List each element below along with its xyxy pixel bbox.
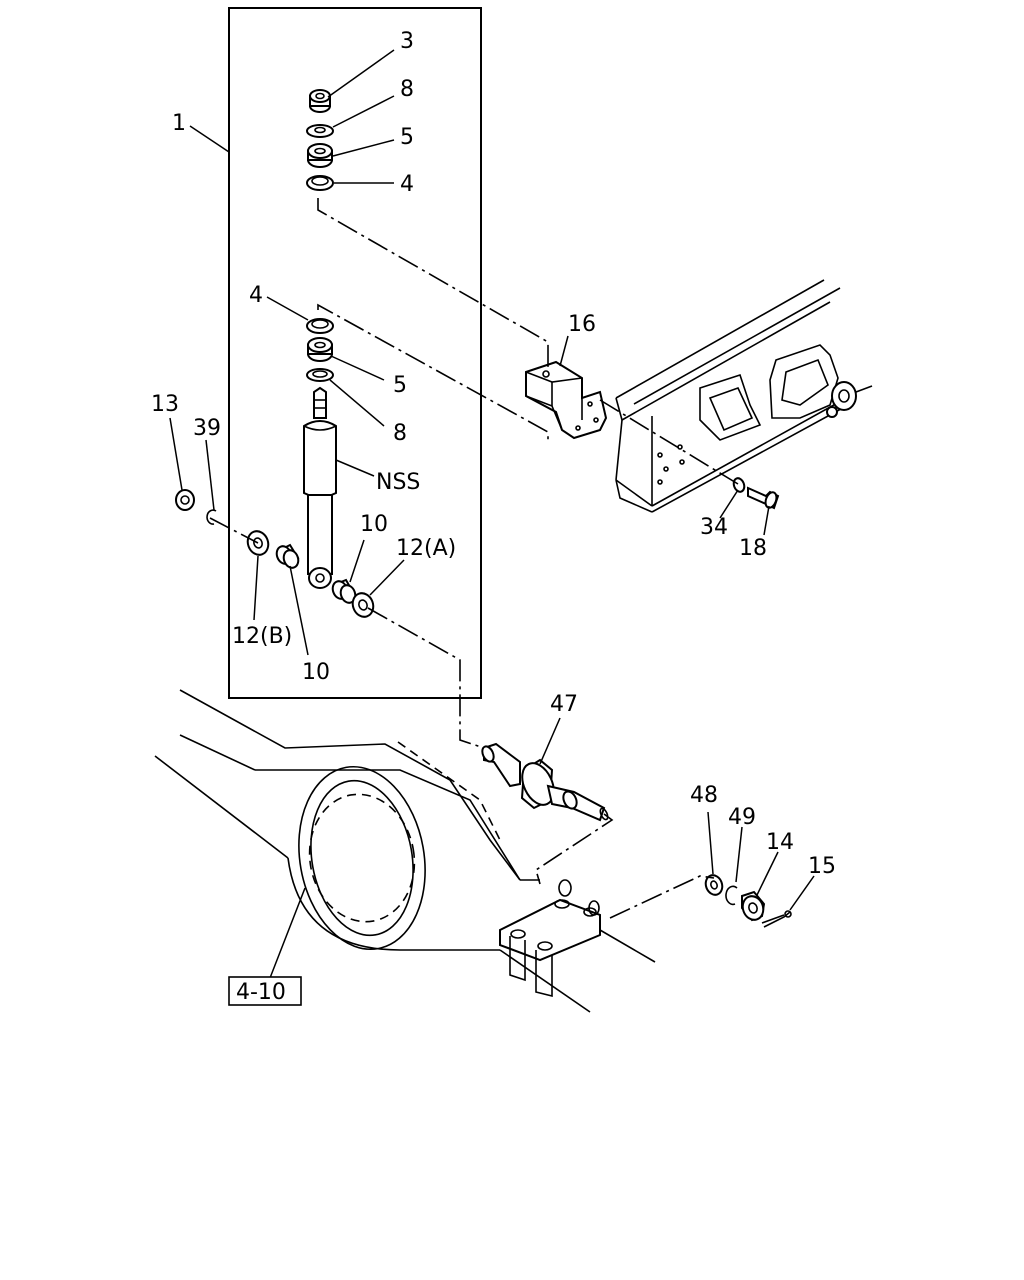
callout-39: 39 [193,416,221,441]
callout-10-right: 10 [360,512,388,537]
callout-nss: NSS [376,470,420,495]
mid-bushing-part [307,337,333,362]
frame-rail [615,279,873,513]
lock-washer-49-part [725,885,738,906]
assembly-outline-box [228,7,482,699]
assembly-line-left-eye [209,517,259,544]
callout-3: 3 [400,29,414,54]
callout-4-top: 4 [400,172,414,197]
assembly-line-nut [609,875,715,919]
top-cup-washer-part [306,175,334,191]
callout-16: 16 [568,312,596,337]
axle-housing [154,689,656,1013]
callout-12a: 12(A) [396,536,456,561]
callout-48: 48 [690,783,718,808]
top-nut-part [309,89,331,113]
assembly-line-stud [535,813,614,885]
callout-34: 34 [700,515,728,540]
nut-14-part [741,890,766,922]
mid-washer-part [306,368,334,382]
callout-8-mid: 8 [393,421,407,446]
callout-49: 49 [728,805,756,830]
callout-10-left: 10 [302,660,330,685]
washer-34-part [732,477,746,493]
mid-cup-washer-part [306,318,334,334]
callout-15: 15 [808,854,836,879]
bolt-18-part [747,486,780,510]
assembly-line-mid [317,303,549,440]
right-bushing-10-part [331,578,357,604]
shock-absorber-part [303,386,337,589]
left-bushing-10-part [275,543,300,569]
nut-13-part [175,489,195,511]
callout-5-mid: 5 [393,373,407,398]
cotter-pin-15-part [761,910,792,928]
callout-12b: 12(B) [232,624,292,649]
stud-47-part [481,742,609,822]
callout-18: 18 [739,536,767,561]
clip-39-part [206,509,217,525]
callout-1: 1 [172,111,186,136]
washer-12a-part [351,592,375,618]
assembly-line-bolt [599,399,739,485]
shock-bracket-16-part [525,360,608,440]
top-bushing-part [307,143,333,168]
callout-8-top: 8 [400,77,414,102]
callout-14: 14 [766,830,794,855]
reference-box-label: 4-10 [236,980,286,1005]
callout-5-top: 5 [400,125,414,150]
callout-13: 13 [151,392,179,417]
callout-47: 47 [550,692,578,717]
assembly-line-right-eye [367,607,485,749]
leader-lines [169,49,815,979]
assembly-line-top [317,198,549,372]
washer-48-part [704,874,724,896]
callout-4-mid: 4 [249,283,263,308]
top-washer-part [306,124,334,138]
reference-box-4-10[interactable]: 4-10 [228,976,302,1006]
